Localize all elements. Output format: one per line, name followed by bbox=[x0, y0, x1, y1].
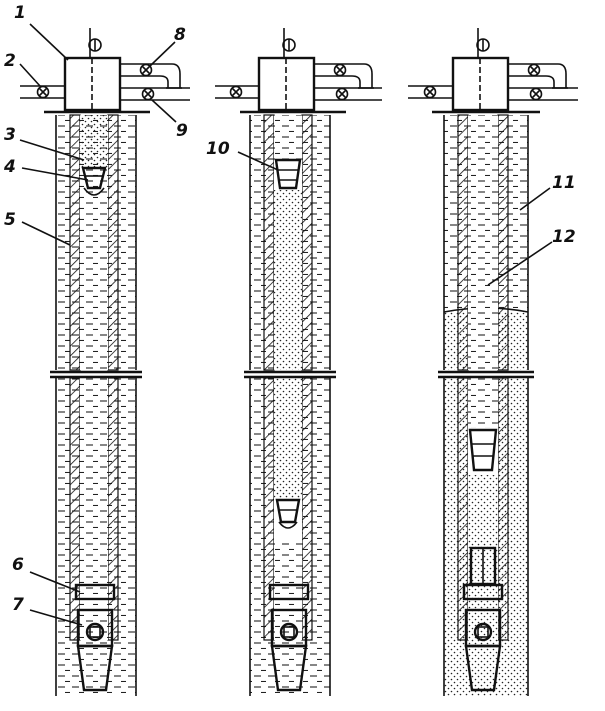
label-6: 6 bbox=[12, 555, 24, 575]
stage-1-well bbox=[20, 28, 190, 696]
label-3: 3 bbox=[4, 125, 16, 145]
label-2: 2 bbox=[4, 51, 16, 71]
label-9: 9 bbox=[176, 121, 188, 141]
well-section-upper-3 bbox=[443, 114, 529, 371]
well-section-lower-2 bbox=[249, 377, 331, 696]
well-section-upper-1 bbox=[55, 114, 137, 371]
label-5: 5 bbox=[4, 210, 16, 230]
label-8: 8 bbox=[174, 25, 186, 45]
well-section-lower-3 bbox=[443, 377, 529, 696]
well-section-upper-2 bbox=[249, 114, 331, 371]
label-12: 12 bbox=[552, 227, 576, 247]
stage-2-well bbox=[215, 28, 382, 696]
label-1: 1 bbox=[14, 3, 26, 23]
leader-lines bbox=[19, 23, 553, 626]
part-labels: 1 2 3 4 5 6 7 8 9 10 11 12 bbox=[3, 3, 576, 615]
label-7: 7 bbox=[12, 595, 24, 615]
label-4: 4 bbox=[3, 157, 16, 177]
label-10: 10 bbox=[206, 139, 230, 159]
label-11: 11 bbox=[552, 173, 576, 193]
wellhead-2 bbox=[215, 28, 382, 112]
stage-3-well bbox=[408, 28, 578, 696]
well-section-lower-1 bbox=[55, 377, 137, 696]
wellhead-1 bbox=[20, 28, 190, 112]
wellhead-3 bbox=[408, 28, 578, 112]
